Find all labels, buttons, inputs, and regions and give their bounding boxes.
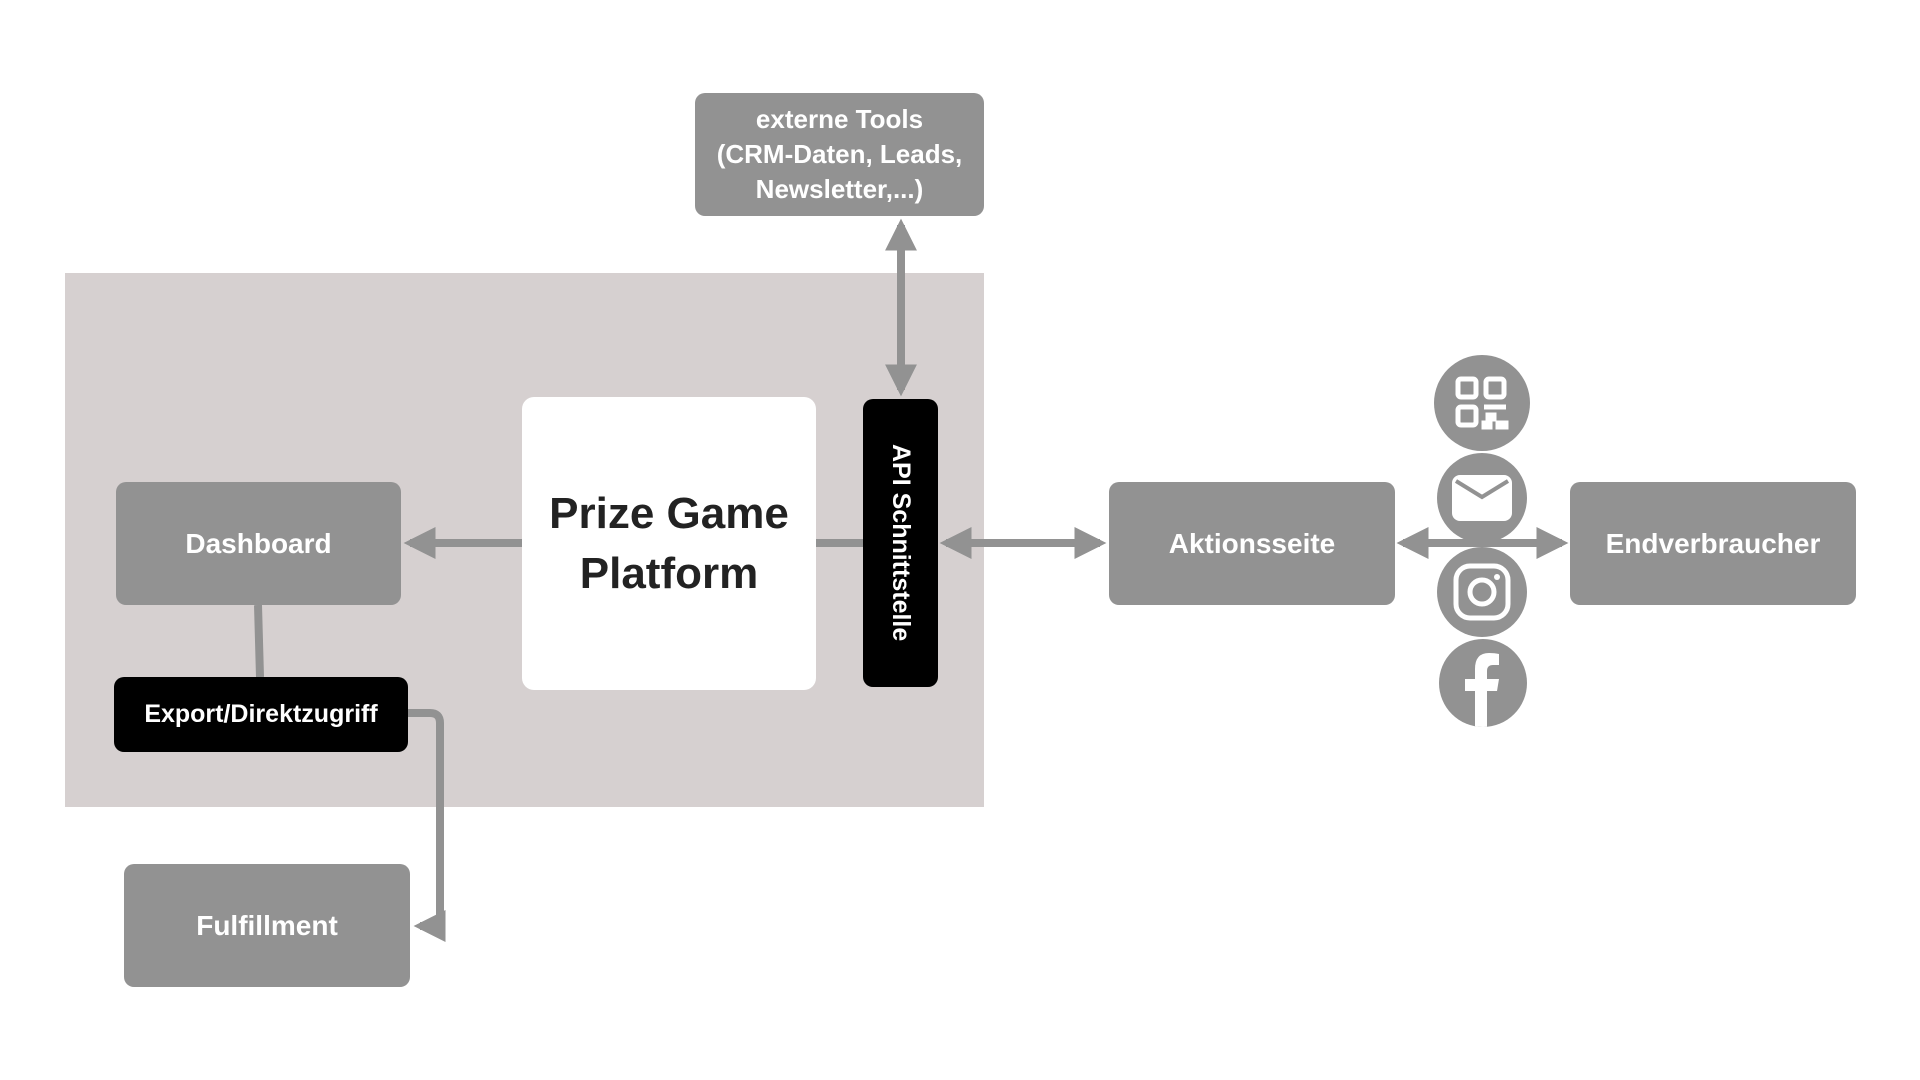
instagram-icon	[1437, 547, 1527, 637]
endverbraucher-label: Endverbraucher	[1605, 527, 1821, 559]
qr-code-icon	[1434, 355, 1530, 451]
aktionsseite-node: Aktionsseite	[1109, 482, 1395, 605]
endverbraucher-node: Endverbraucher	[1570, 482, 1856, 605]
external-tools-node: externe Tools (CRM-Daten, Leads, Newslet…	[695, 93, 984, 216]
external-tools-label: externe Tools (CRM-Daten, Leads, Newslet…	[716, 104, 963, 204]
api-label: API Schnittstelle	[887, 444, 915, 642]
fulfillment-node: Fulfillment	[124, 864, 410, 987]
prize-game-platform-node: Prize Game Platform	[522, 397, 816, 690]
dashboard-node: Dashboard	[116, 482, 401, 605]
prize-game-platform-label: Prize Game Platform	[549, 488, 789, 598]
email-icon	[1437, 453, 1527, 543]
facebook-icon	[1439, 639, 1527, 727]
export-node: Export/Direktzugriff	[114, 677, 408, 752]
api-node: API Schnittstelle	[863, 399, 938, 687]
fulfillment-label: Fulfillment	[196, 909, 338, 941]
aktionsseite-label: Aktionsseite	[1168, 527, 1336, 559]
export-label: Export/Direktzugriff	[144, 700, 378, 728]
dashboard-label: Dashboard	[185, 527, 332, 559]
